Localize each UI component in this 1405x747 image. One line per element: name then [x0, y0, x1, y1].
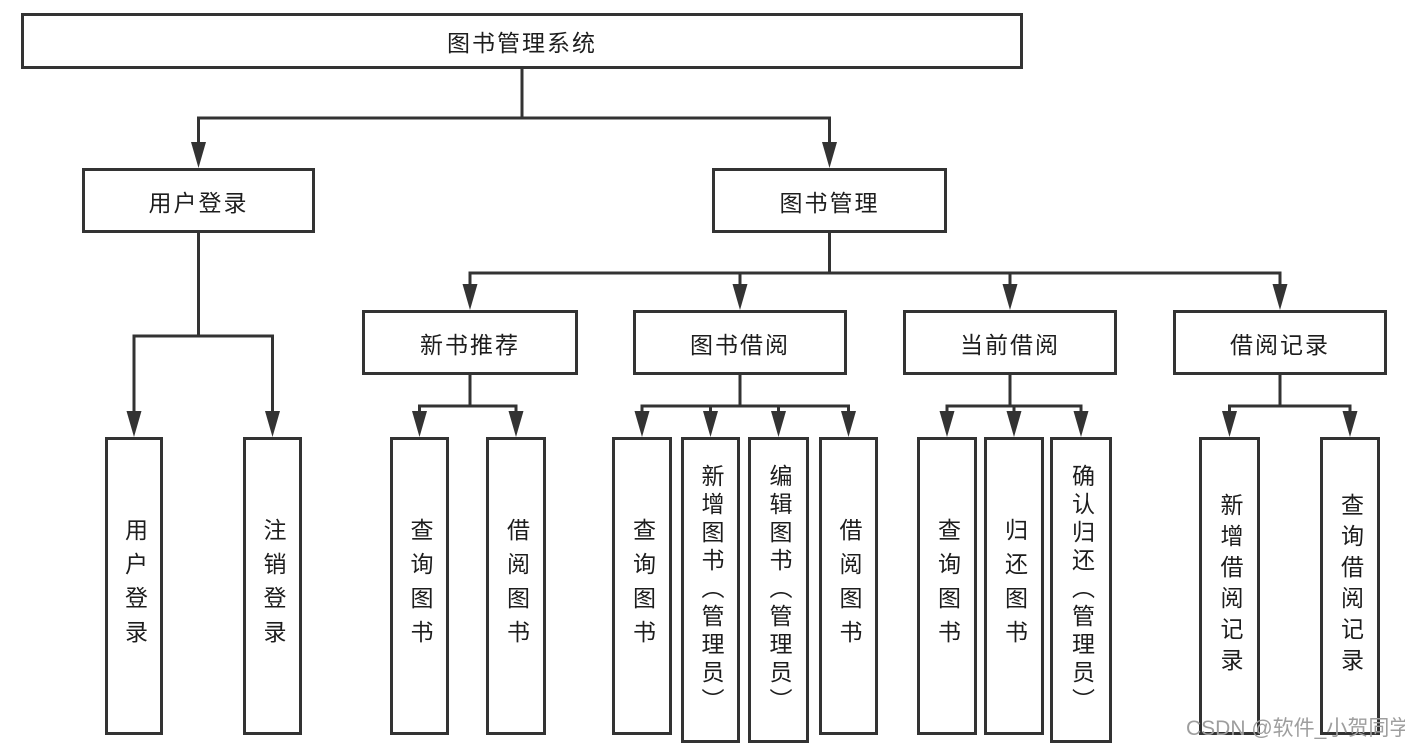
node-login-leaf: 用户登录: [105, 437, 163, 735]
node-label: 新增借阅记录: [1217, 493, 1243, 679]
node-br-add-record: 新增借阅记录: [1199, 437, 1260, 735]
node-label: 借阅图书: [503, 518, 530, 654]
node-cb-return-books: 归还图书: [984, 437, 1044, 735]
node-label: 确认归还（管理员）: [1068, 464, 1095, 716]
node-label: 注销登录: [260, 518, 286, 654]
node-label: 用户登录: [148, 189, 249, 216]
node-nbr-query-books: 查询图书: [390, 437, 449, 735]
node-cb-query-books: 查询图书: [917, 437, 977, 735]
node-br-query-record: 查询借阅记录: [1320, 437, 1380, 735]
node-label: 图书管理系统: [447, 30, 597, 56]
node-current-borrow: 当前借阅: [903, 310, 1117, 375]
node-label: 借阅图书: [836, 518, 862, 654]
node-label: 查询图书: [629, 518, 656, 654]
node-book-borrow: 图书借阅: [633, 310, 847, 375]
node-root: 图书管理系统: [21, 13, 1023, 69]
node-label: 查询图书: [934, 518, 961, 654]
node-bb-query-books: 查询图书: [612, 437, 672, 735]
node-label: 查询图书: [407, 518, 433, 654]
node-bb-borrow-books: 借阅图书: [819, 437, 878, 735]
node-cb-confirm-return: 确认归还（管理员）: [1050, 437, 1112, 743]
node-label: 图书管理: [779, 189, 880, 216]
node-user-login: 用户登录: [82, 168, 315, 233]
node-new-book-rec: 新书推荐: [362, 310, 578, 375]
node-bb-edit-books: 编辑图书（管理员）: [748, 437, 809, 743]
watermark: CSDN @软件_小贺同学: [1186, 717, 1405, 740]
node-label: 查询借阅记录: [1337, 493, 1364, 679]
node-label: 图书借阅: [690, 331, 790, 358]
node-label: 归还图书: [1001, 518, 1028, 654]
node-logout-leaf: 注销登录: [243, 437, 302, 735]
node-label: 新书推荐: [420, 331, 520, 358]
node-label: 借阅记录: [1230, 331, 1330, 358]
node-nbr-borrow-books: 借阅图书: [486, 437, 546, 735]
node-borrow-records: 借阅记录: [1173, 310, 1387, 375]
node-bb-add-books: 新增图书（管理员）: [681, 437, 740, 743]
node-label: 编辑图书（管理员）: [766, 464, 792, 716]
node-label: 新增图书（管理员）: [698, 464, 724, 716]
node-label: 用户登录: [121, 518, 148, 654]
node-book-mgmt: 图书管理: [712, 168, 947, 233]
node-label: 当前借阅: [960, 331, 1060, 358]
